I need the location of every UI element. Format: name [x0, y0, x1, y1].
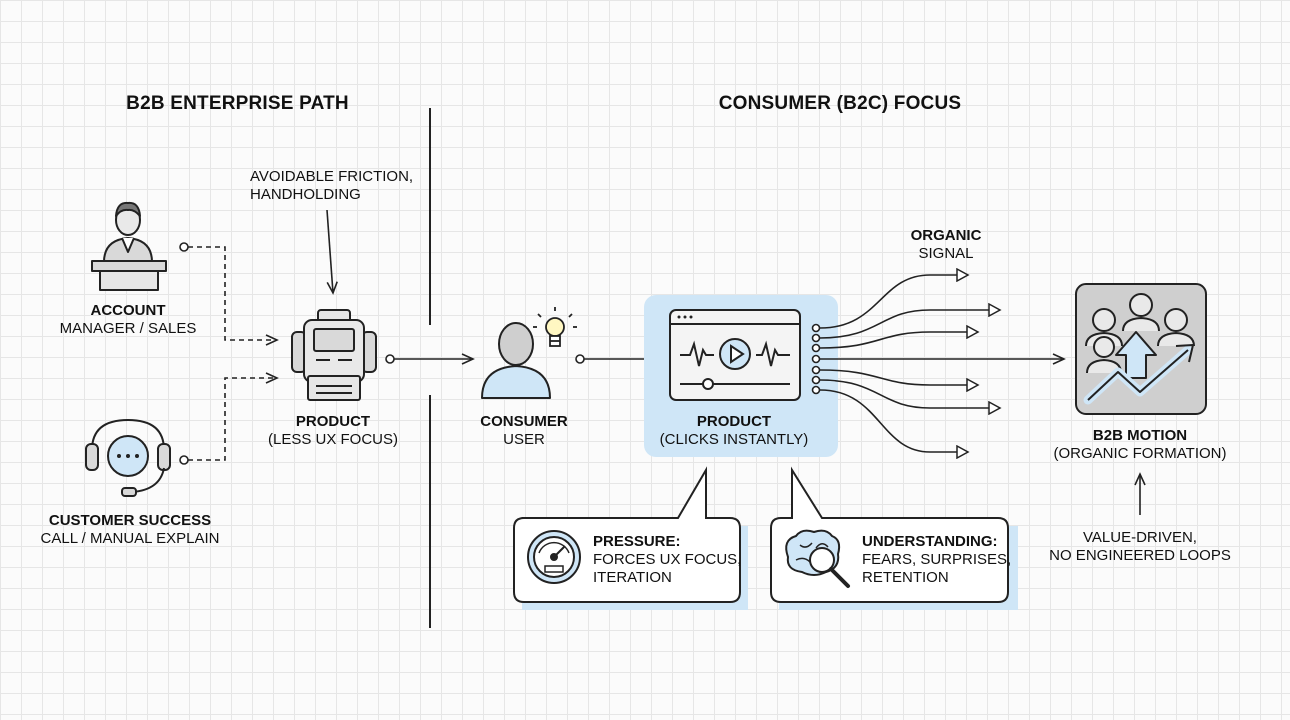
video-player-icon — [669, 309, 801, 401]
product-b2c-title: PRODUCT — [696, 413, 772, 430]
account-manager-title: ACCOUNT — [90, 302, 166, 319]
organic-signal-subtitle: SIGNAL — [918, 245, 974, 262]
customer-success-subtitle: CALL / MANUAL EXPLAIN — [40, 530, 220, 547]
friction-annotation: AVOIDABLE FRICTION, HANDHOLDING — [250, 168, 413, 204]
b2b-motion-label: B2B MOTION (ORGANIC FORMATION) — [1045, 427, 1235, 463]
product-b2b-label: PRODUCT (LESS UX FOCUS) — [258, 413, 408, 449]
product-b2b-title: PRODUCT — [295, 413, 371, 430]
account-manager-label: ACCOUNT MANAGER / SALES — [48, 302, 208, 338]
friction-arrow — [326, 209, 338, 295]
b2b-heading: B2B ENTERPRISE PATH — [126, 93, 349, 114]
understanding-title: UNDERSTANDING: — [862, 533, 998, 550]
account-manager-subtitle: MANAGER / SALES — [59, 320, 197, 337]
pressure-title: PRESSURE: — [593, 533, 681, 550]
gauge-icon — [527, 530, 581, 584]
understanding-line-2: RETENTION — [862, 569, 949, 586]
consumer-user-label: CONSUMER USER — [466, 413, 582, 449]
understanding-text: UNDERSTANDING: FEARS, SURPRISES, RETENTI… — [862, 533, 1011, 587]
pressure-line-2: ITERATION — [593, 569, 672, 586]
product-b2c-subtitle: (CLICKS INSTANTLY) — [659, 431, 809, 448]
b2c-heading: CONSUMER (B2C) FOCUS — [718, 93, 962, 114]
product-b2b-subtitle: (LESS UX FOCUS) — [267, 431, 399, 448]
consumer-user-subtitle: USER — [503, 431, 545, 448]
organic-signal-lines — [811, 275, 1066, 452]
product-b2c-label: PRODUCT (CLICKS INSTANTLY) — [644, 413, 824, 449]
lightbulb-icon — [533, 307, 577, 347]
value-driven-line-2: NO ENGINEERED LOOPS — [1049, 547, 1231, 564]
customer-success-label: CUSTOMER SUCCESS CALL / MANUAL EXPLAIN — [20, 512, 240, 548]
consumer-user-title: CONSUMER — [480, 413, 568, 430]
user-icon — [481, 322, 551, 399]
product-to-consumer-arrow — [385, 353, 475, 365]
b2b-motion-title: B2B MOTION — [1092, 427, 1188, 444]
pressure-text: PRESSURE: FORCES UX FOCUS, ITERATION — [593, 533, 741, 587]
value-driven-line-1: VALUE-DRIVEN, — [1083, 529, 1197, 546]
friction-line-1: AVOIDABLE FRICTION, — [250, 168, 414, 185]
organic-signal-title: ORGANIC — [910, 227, 982, 244]
machine-icon — [291, 309, 377, 401]
people-growth-icon — [1075, 283, 1207, 415]
friction-line-2: HANDHOLDING — [250, 186, 361, 203]
organic-signal-label: ORGANIC SIGNAL — [896, 227, 996, 263]
pressure-line-1: FORCES UX FOCUS, — [593, 551, 742, 568]
dashed-connectors — [179, 242, 279, 465]
presenter-icon — [91, 201, 167, 291]
brain-magnifier-icon — [785, 529, 850, 588]
headset-chat-icon — [85, 418, 171, 497]
value-driven-label: VALUE-DRIVEN, NO ENGINEERED LOOPS — [1040, 529, 1240, 565]
understanding-line-1: FEARS, SURPRISES, — [862, 551, 1012, 568]
b2b-motion-subtitle: (ORGANIC FORMATION) — [1053, 445, 1227, 462]
customer-success-title: CUSTOMER SUCCESS — [48, 512, 212, 529]
